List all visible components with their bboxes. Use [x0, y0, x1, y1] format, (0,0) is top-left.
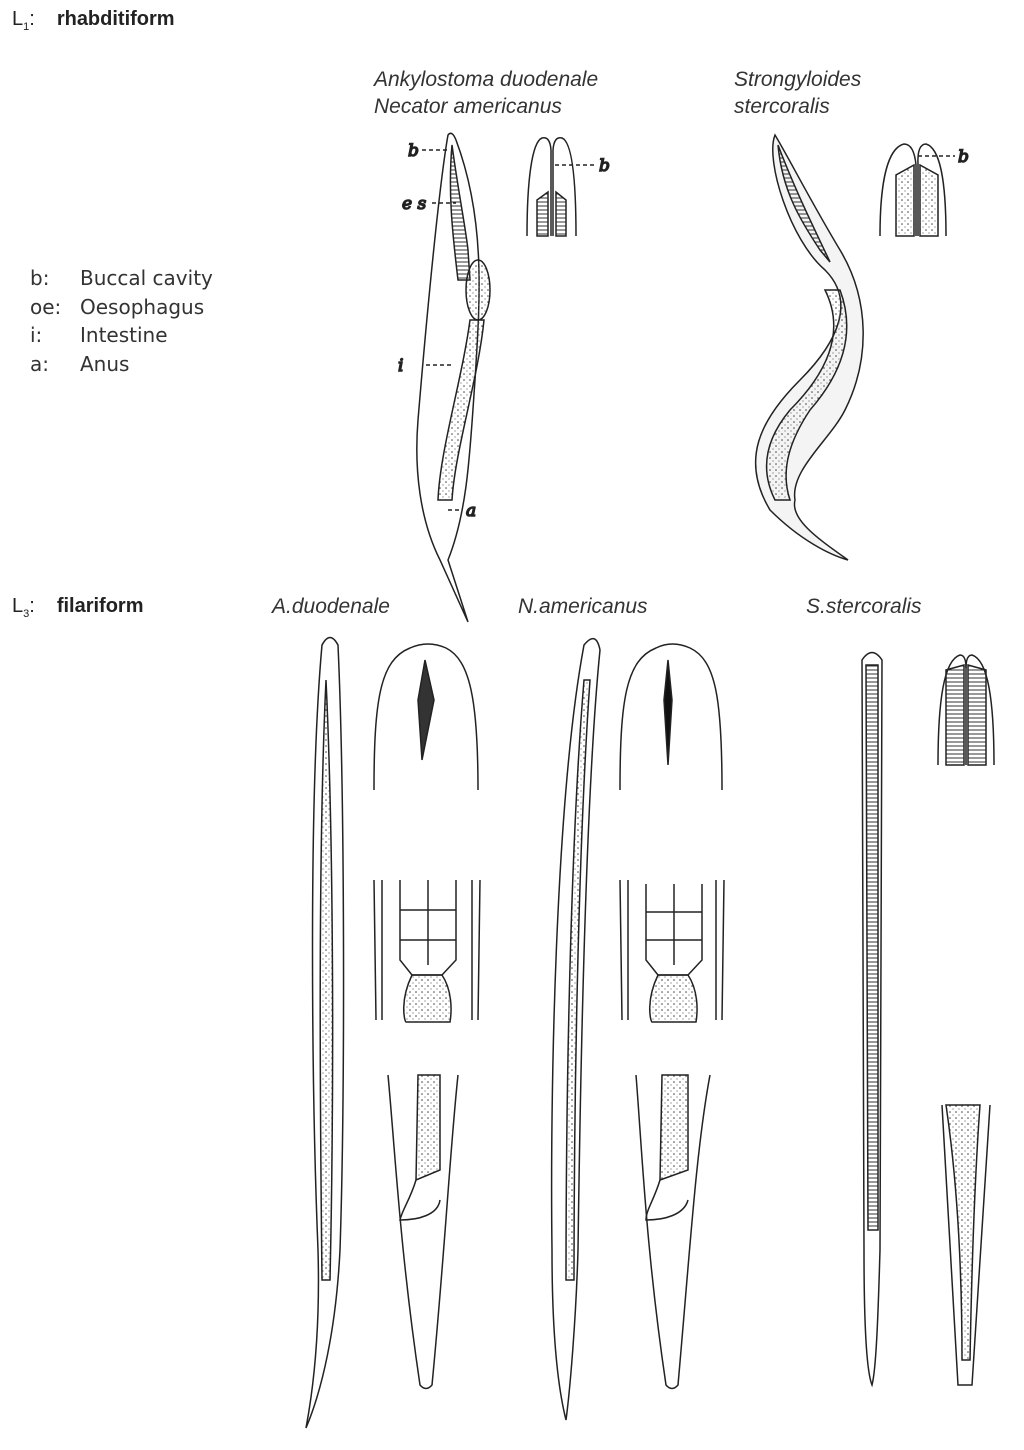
a-duodenale-l3-larva: [305, 636, 345, 1429]
legend-item-anus: a:Anus: [30, 351, 130, 376]
stage-l3-heading: L3:filariform: [12, 595, 144, 620]
title-s-stercoralis: S.stercoralis: [806, 595, 922, 618]
strongyloides-l1-larva: [754, 133, 864, 561]
a-duodenale-mid-detail: [373, 879, 481, 1023]
s-stercoralis-head-detail: [937, 654, 995, 766]
hookworm-l1-head-detail: b: [526, 137, 611, 237]
legend-item-oesophagus: oe:Oesophagus: [30, 294, 205, 319]
hookworm-l1-larva: b e s i a: [397, 132, 491, 623]
n-americanus-mid-detail: [619, 879, 725, 1023]
n-americanus-head-detail: [619, 643, 723, 791]
a-duodenale-head-detail: [373, 643, 479, 791]
stage-l1-heading: L1:rhabditiform: [12, 8, 175, 33]
legend: b:Buccal cavity oe:Oesophagus i:Intestin…: [30, 264, 213, 378]
strongyloides-l1-head-detail: b: [879, 143, 970, 237]
legend-item-intestine: i:Intestine: [30, 323, 168, 347]
label-a: a: [466, 501, 476, 521]
label-b: b: [599, 156, 610, 176]
n-americanus-tail-detail: [635, 1074, 711, 1390]
s-stercoralis-tail-detail: [941, 1104, 991, 1386]
label-b: b: [408, 141, 419, 161]
title-a-duodenale: A.duodenale: [272, 595, 390, 618]
label-es: e s: [402, 194, 426, 214]
s-stercoralis-l3-larva: [861, 651, 883, 1388]
a-duodenale-tail-detail: [387, 1074, 459, 1390]
title-n-americanus: N.americanus: [518, 595, 648, 618]
n-americanus-l3-larva: [550, 637, 601, 1421]
label-b: b: [958, 147, 969, 167]
legend-item-buccal: b:Buccal cavity: [30, 266, 213, 290]
label-i: i: [398, 356, 403, 376]
